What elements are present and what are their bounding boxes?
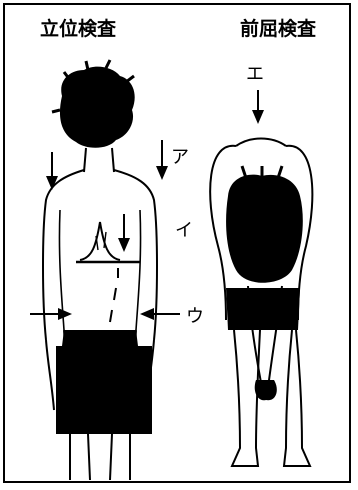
bent-shorts [226,288,300,330]
standing-legs [70,434,130,480]
standing-figure [43,60,157,480]
forward-bend-figure [210,139,312,467]
arrow-i [118,214,130,252]
arrow-u-right [140,308,180,320]
arrow-u-left [30,308,72,320]
standing-neck [84,148,114,172]
scapula-outline [80,222,120,260]
arrow-e [252,90,264,124]
label-u: ウ [186,302,204,328]
arrow-a-right [156,140,168,180]
spine-line [110,268,118,322]
label-e: エ [246,60,264,86]
bent-head-hair [226,175,303,283]
standing-shorts [56,330,152,434]
standing-head-hair [60,67,135,148]
label-a: ア [171,143,189,169]
label-i: イ [175,216,193,242]
